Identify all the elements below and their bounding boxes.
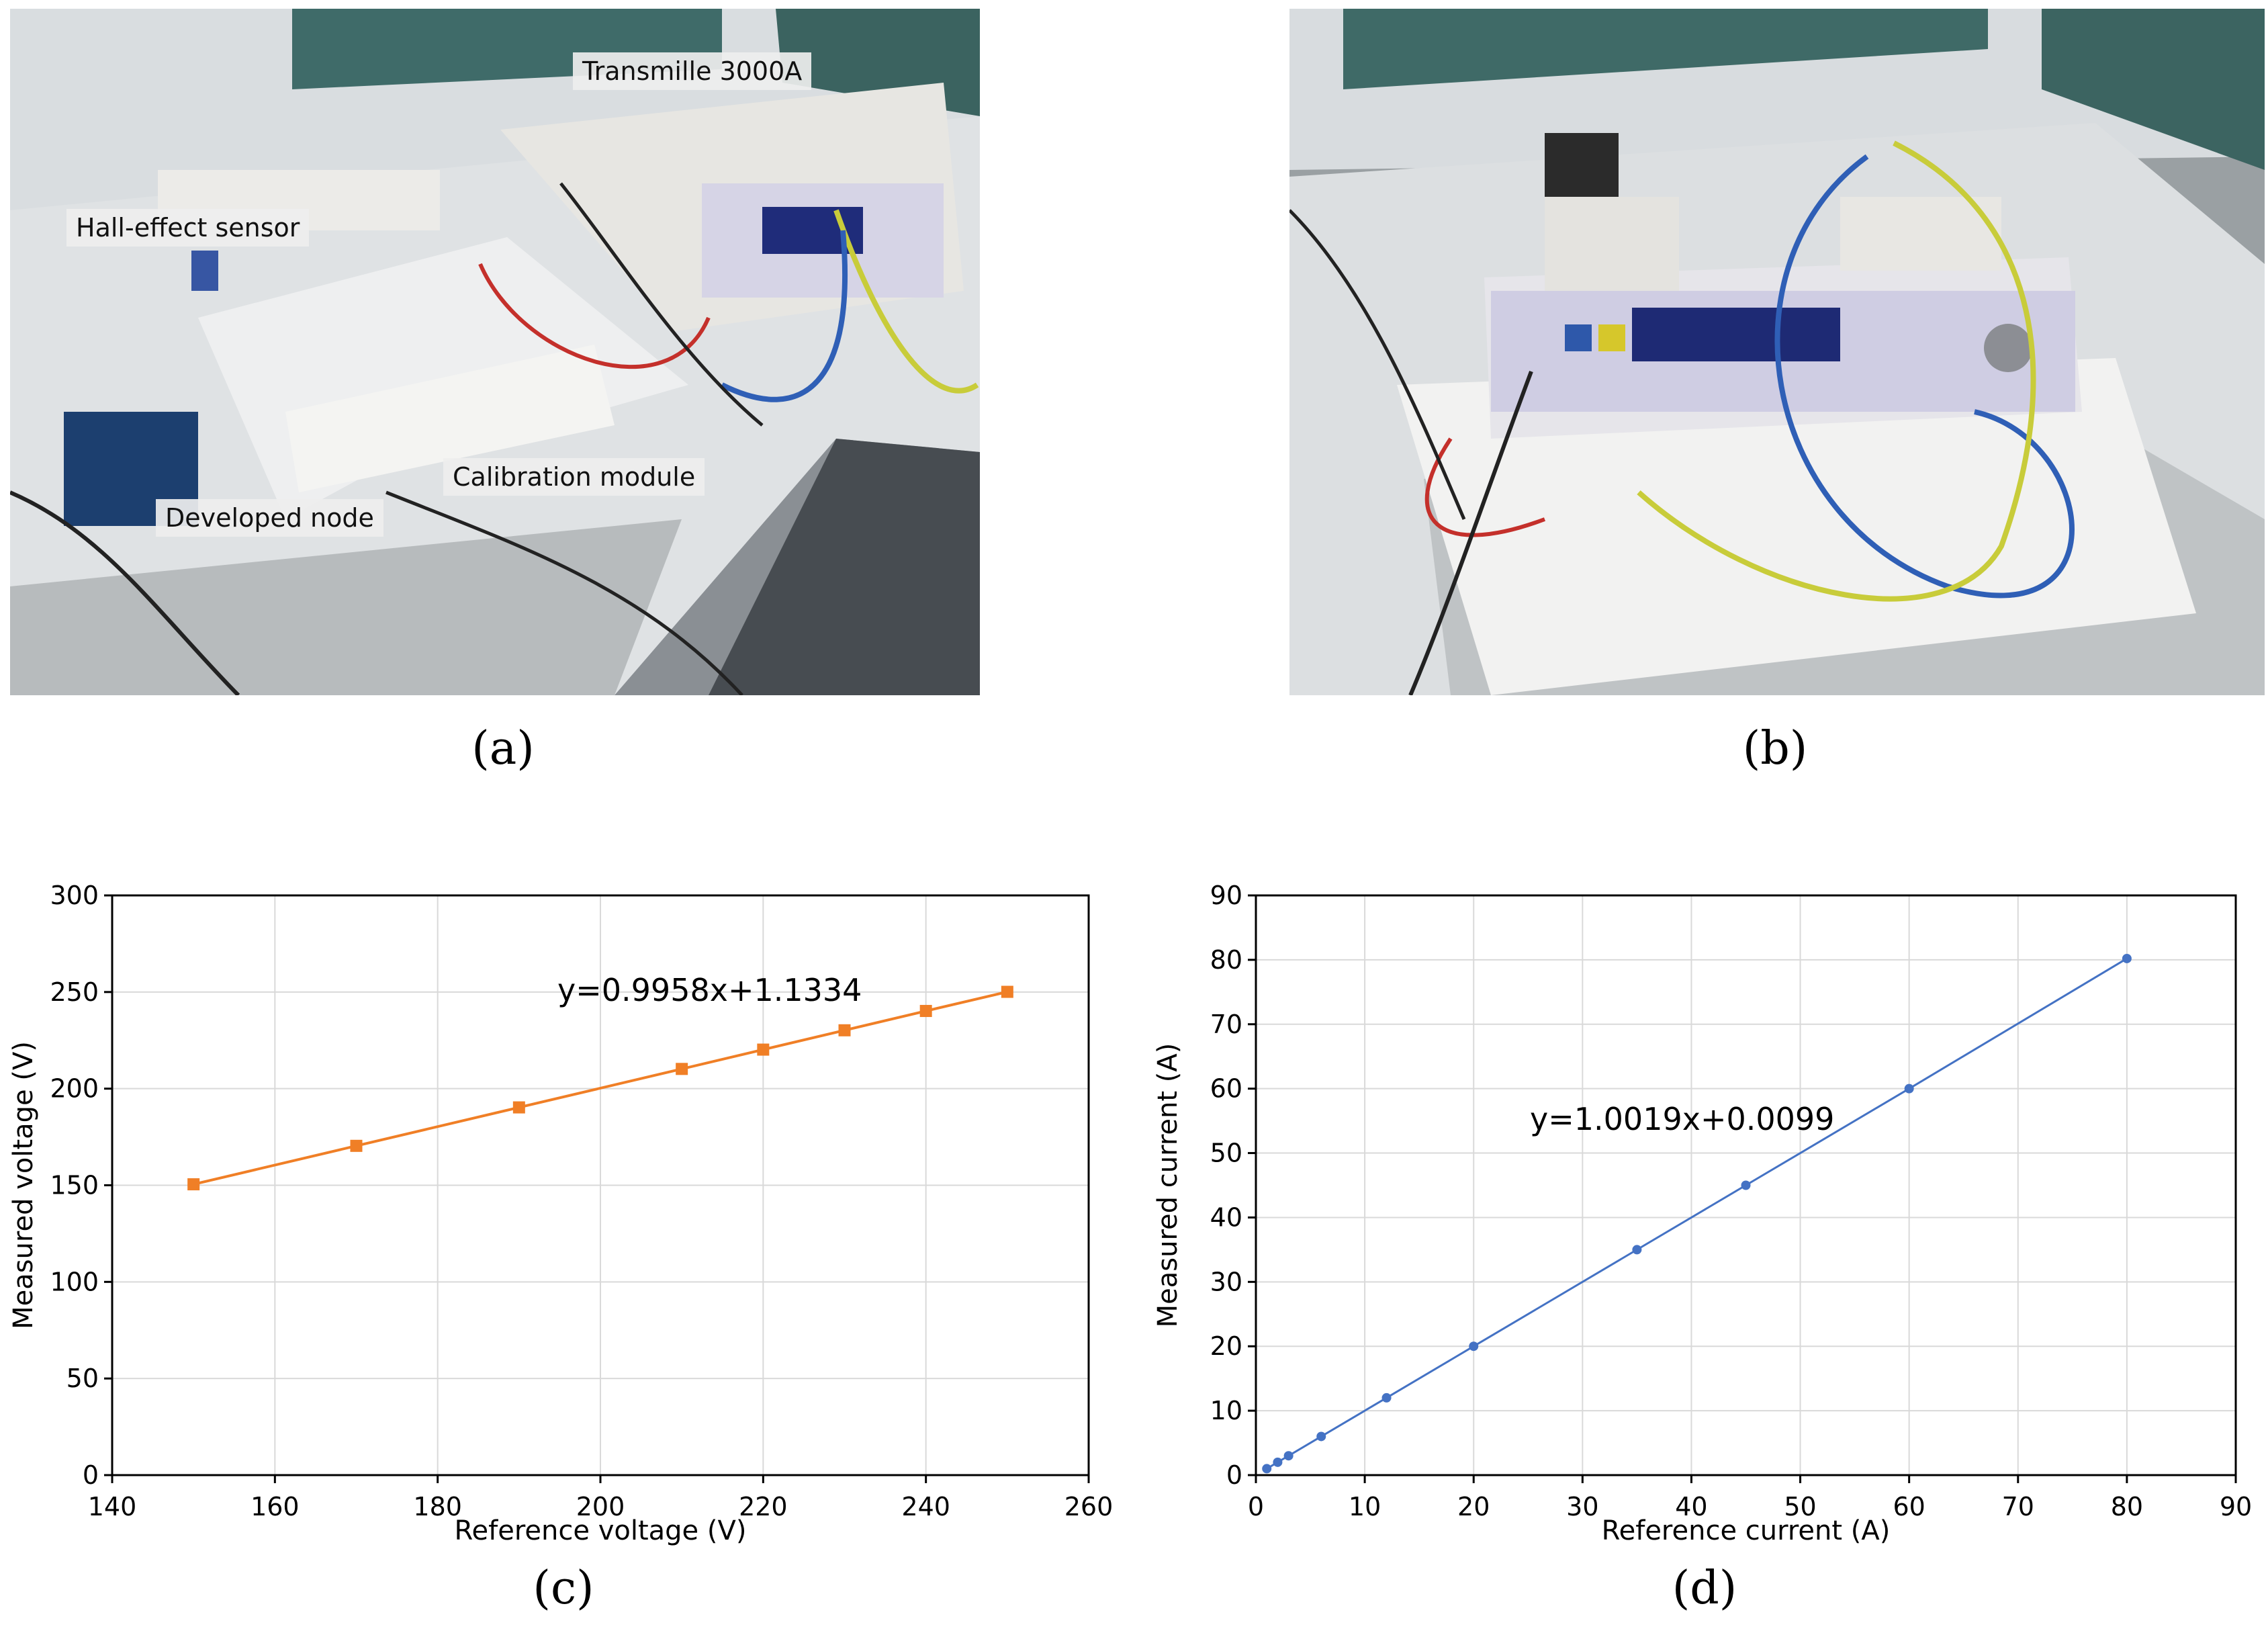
caption-d: (d) xyxy=(1672,1562,1737,1615)
chart-current: 0 10 20 30 40 50 60 70 80 90 0 10 20 30 40 50 60 70 80 90Re… xyxy=(1152,881,2252,1546)
data-point xyxy=(919,1005,932,1018)
photo-b-image xyxy=(1289,9,2265,695)
data-point xyxy=(1316,1431,1326,1442)
x-tick-label: 90 xyxy=(2220,1492,2252,1521)
x-tick-label: 70 xyxy=(2002,1492,2034,1521)
plot-frame xyxy=(1255,894,2237,1476)
data-point xyxy=(1381,1392,1392,1403)
x-tick-label: 240 xyxy=(901,1492,950,1521)
y-tick-label: 50 xyxy=(1210,1139,1242,1168)
y-tick-label: 30 xyxy=(1210,1267,1242,1296)
data-point xyxy=(512,1101,525,1114)
x-tick-label: 20 xyxy=(1457,1492,1490,1521)
data-point xyxy=(1283,1451,1294,1461)
y-tick-label: 60 xyxy=(1210,1074,1242,1104)
data-point xyxy=(1632,1245,1642,1255)
y-axis-label: Measured current (A) xyxy=(1152,1043,1183,1328)
data-point xyxy=(2122,953,2132,963)
data-point xyxy=(838,1024,851,1036)
x-tick-label: 80 xyxy=(2111,1492,2143,1521)
data-point xyxy=(350,1139,363,1152)
data-point xyxy=(1469,1341,1479,1352)
x-tick-label: 50 xyxy=(1784,1492,1816,1521)
y-tick-label: 10 xyxy=(1210,1396,1242,1425)
callout-calibration-module: Calibration module xyxy=(443,458,705,496)
y-tick-label: 40 xyxy=(1210,1202,1242,1232)
data-point xyxy=(1741,1180,1751,1190)
caption-b: (b) xyxy=(1742,722,1808,775)
x-tick-label: 0 xyxy=(1248,1492,1264,1521)
data-point xyxy=(187,1178,200,1191)
y-tick-label: 150 xyxy=(50,1171,99,1200)
y-tick-label: 90 xyxy=(1210,881,1242,910)
x-tick-label: 10 xyxy=(1349,1492,1381,1521)
y-tick-label: 200 xyxy=(50,1074,99,1104)
x-tick-label: 160 xyxy=(251,1492,300,1521)
data-point xyxy=(1001,985,1013,998)
x-tick-label: 200 xyxy=(576,1492,625,1521)
x-tick-label: 260 xyxy=(1064,1492,1114,1521)
x-axis-label: Reference voltage (V) xyxy=(455,1515,747,1546)
photo-a-image xyxy=(10,9,980,695)
x-tick-label: 30 xyxy=(1566,1492,1598,1521)
y-tick-label: 20 xyxy=(1210,1331,1242,1361)
chart-voltage: 140 160 180 200 220 240 260 0 50 100 150 200 250 300R… xyxy=(8,881,1113,1546)
y-tick-label: 80 xyxy=(1210,945,1242,975)
y-tick-label: 250 xyxy=(50,977,99,1007)
y-tick-label: 50 xyxy=(66,1364,99,1393)
x-tick-label: 220 xyxy=(739,1492,788,1521)
x-tick-label: 40 xyxy=(1675,1492,1707,1521)
y-tick-label: 70 xyxy=(1210,1010,1242,1039)
x-tick-label: 140 xyxy=(88,1492,137,1521)
data-point xyxy=(676,1063,688,1075)
series-line xyxy=(1266,957,2128,1470)
data-point xyxy=(1262,1464,1272,1474)
regression-equation: y=1.0019x+0.0099 xyxy=(1530,1101,1834,1137)
callout-transmille: Transmille 3000A xyxy=(573,52,812,90)
x-tick-label: 60 xyxy=(1893,1492,1925,1521)
y-tick-label: 300 xyxy=(50,881,99,910)
y-tick-label: 0 xyxy=(1226,1460,1242,1490)
regression-equation: y=0.9958x+1.1334 xyxy=(557,972,862,1008)
caption-c: (c) xyxy=(533,1562,594,1615)
series-line xyxy=(193,990,1008,1186)
x-tick-label: 180 xyxy=(413,1492,462,1521)
data-point xyxy=(1273,1457,1283,1467)
callout-hall-effect-sensor: Hall-effect sensor xyxy=(66,209,310,247)
y-axis-label: Measured voltage (V) xyxy=(8,1041,39,1329)
data-point xyxy=(1904,1083,1914,1094)
y-tick-label: 100 xyxy=(50,1267,99,1296)
callout-developed-node: Developed node xyxy=(156,499,383,537)
x-axis-label: Reference current (A) xyxy=(1602,1515,1891,1546)
y-tick-label: 0 xyxy=(83,1460,99,1490)
data-point xyxy=(757,1043,770,1056)
photo-a-test-setup xyxy=(10,9,980,695)
caption-a: (a) xyxy=(471,722,535,775)
photo-b-calibrator xyxy=(1289,9,2265,695)
